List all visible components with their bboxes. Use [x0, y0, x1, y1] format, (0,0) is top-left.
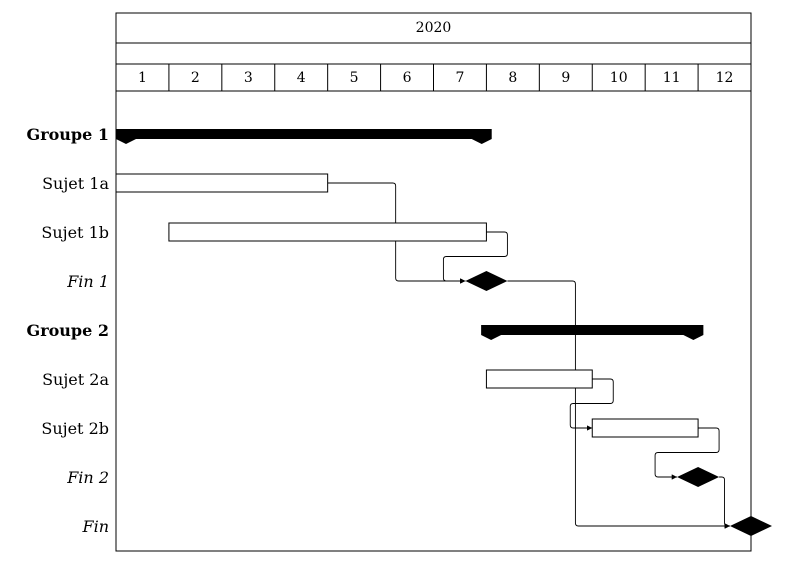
month-label: 5 — [350, 70, 359, 86]
month-label: 2 — [191, 70, 200, 86]
task-bar — [485, 369, 593, 389]
task-bar — [591, 418, 699, 438]
month-label: 1 — [138, 70, 147, 86]
row-label: Fin 2 — [66, 468, 109, 487]
group-bar — [116, 129, 492, 144]
dependency-arrow — [442, 231, 508, 284]
month-label: 8 — [508, 70, 517, 86]
dependency-arrow — [507, 280, 730, 529]
row-labels: Groupe 1 Sujet 1a Sujet 1b Fin 1 Groupe 2 Suj… — [27, 125, 110, 536]
milestone-diamond — [730, 516, 772, 536]
task-bar — [168, 222, 487, 242]
year-title: 2020 — [416, 20, 452, 36]
chart-frame — [115, 12, 752, 552]
gantt-bars — [115, 129, 772, 536]
row-label: Fin — [81, 517, 109, 536]
row-label: Groupe 1 — [27, 125, 109, 144]
month-label: 9 — [561, 70, 570, 86]
row-label: Sujet 2b — [41, 419, 109, 438]
dependency-arrow — [569, 378, 614, 431]
milestone-diamond — [465, 271, 508, 291]
group-bar — [481, 325, 704, 340]
month-label: 11 — [663, 70, 681, 86]
month-label: 10 — [610, 70, 628, 86]
row-label: Sujet 1b — [41, 223, 109, 242]
month-label: 12 — [716, 70, 734, 86]
task-bar — [115, 173, 329, 193]
row-label: Groupe 2 — [27, 321, 109, 340]
row-label: Sujet 2a — [42, 370, 109, 389]
row-label: Sujet 1a — [42, 174, 109, 193]
month-label: 4 — [297, 70, 306, 86]
dependency-arrow — [654, 427, 720, 480]
row-label: Fin 1 — [66, 272, 109, 291]
month-label: 6 — [403, 70, 412, 86]
month-label: 3 — [244, 70, 253, 86]
month-label: 7 — [455, 70, 464, 86]
milestone-diamond — [677, 467, 720, 487]
dependency-arrow — [719, 476, 730, 529]
